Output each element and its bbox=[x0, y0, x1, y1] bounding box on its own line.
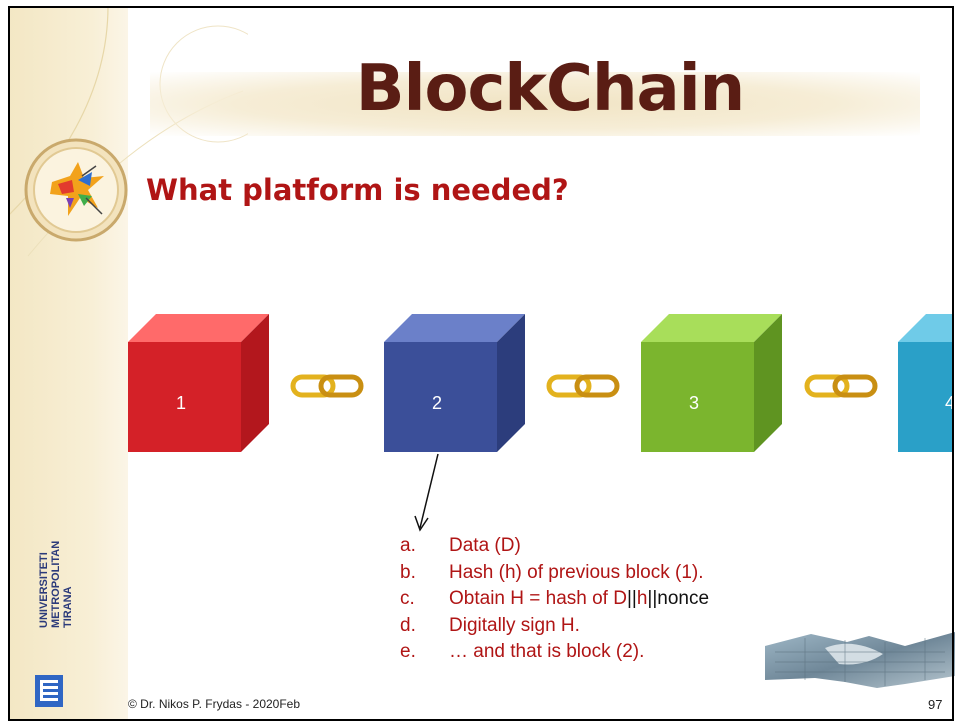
list-item: b.Hash (h) of previous block (1). bbox=[400, 561, 704, 583]
chain-link-icon bbox=[804, 374, 878, 398]
block-label-1: 1 bbox=[176, 393, 187, 413]
block-label-4: 4 bbox=[945, 393, 956, 413]
block-cube-3 bbox=[641, 314, 782, 452]
list-item: d.Digitally sign H. bbox=[400, 614, 580, 636]
footer-copyright: © Dr. Nikos P. Frydas - 2020Feb bbox=[128, 697, 301, 711]
title-band bbox=[150, 72, 920, 136]
paint-splash-logo-icon bbox=[24, 138, 128, 242]
page-number: 97 bbox=[928, 697, 943, 712]
block-label-3: 3 bbox=[689, 393, 700, 413]
list-item: e.… and that is block (2). bbox=[400, 641, 645, 662]
block-steps-list: a.Data (D) b.Hash (h) of previous block … bbox=[400, 533, 709, 666]
block-cube-2 bbox=[384, 314, 525, 452]
handshake-icon bbox=[765, 632, 955, 688]
block-cube-1 bbox=[128, 314, 269, 452]
chain-link-icon bbox=[290, 374, 364, 398]
university-name: UNIVERSITETI METROPOLITAN TIRANA bbox=[38, 540, 74, 628]
side-strip bbox=[8, 6, 128, 721]
university-logo-icon bbox=[35, 675, 63, 707]
chain-link-icon bbox=[546, 374, 620, 398]
block-cube-4 bbox=[898, 314, 954, 452]
arrow-icon bbox=[414, 453, 439, 532]
list-item: c.Obtain H = hash of D||h||nonce bbox=[400, 588, 710, 609]
block-label-2: 2 bbox=[432, 393, 443, 413]
slide-subtitle: What platform is needed? bbox=[146, 173, 569, 207]
slide-title: BlockChain bbox=[355, 52, 745, 126]
list-item: a.Data (D) bbox=[400, 535, 521, 556]
